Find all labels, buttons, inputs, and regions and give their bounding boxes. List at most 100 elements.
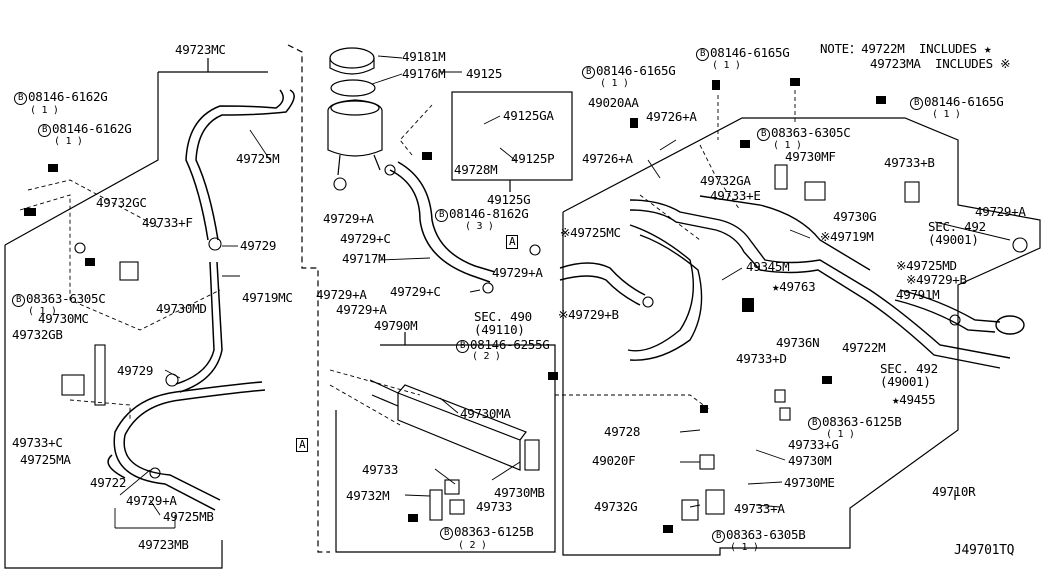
part-label: 49729+A	[492, 265, 543, 280]
part-label: 49730G	[833, 209, 877, 224]
bolt-marker: B	[712, 530, 725, 543]
bolt-marker: B	[456, 340, 469, 353]
part-label: 49732GB	[12, 327, 63, 342]
dashed-leaders	[19, 90, 796, 426]
diagram-id: J49701TQ	[954, 543, 1015, 558]
part-label: 49733	[362, 462, 399, 477]
bolt-number: 08146-6255G	[470, 337, 550, 352]
part-label: 49728	[604, 424, 641, 439]
part-label: 49729+A	[316, 287, 367, 302]
section-ref: SEC. 490	[474, 309, 532, 324]
note-text-2: 49723MA	[870, 56, 921, 71]
bolt-qty: ( 1 )	[773, 140, 802, 151]
part-label: 49722M	[842, 340, 886, 355]
part-label: ※49725MC	[560, 225, 621, 240]
right-group-frame	[562, 117, 1041, 556]
part-label: 49729+A	[336, 302, 387, 317]
bolt-number: 08363-6125B	[454, 524, 534, 539]
bolt-number: 08146-6162G	[52, 121, 132, 136]
bolt-qty: ( 1 )	[730, 542, 759, 553]
part-label: 49729	[117, 363, 154, 378]
bolt-qty: ( 1 )	[826, 429, 855, 440]
bolt-qty: ( 1 )	[28, 306, 57, 317]
part-label: ※49729+B	[558, 307, 619, 322]
bolts	[24, 78, 886, 533]
part-label: 49345M	[746, 259, 790, 274]
part-label: 49730MA	[460, 406, 511, 421]
bolt-number: 08363-6305C	[26, 291, 106, 306]
ref-marker-a: A	[296, 438, 309, 452]
bolt-marker: B	[440, 527, 453, 540]
part-label: 49125GA	[503, 108, 554, 123]
part-label: 49730MC	[38, 311, 89, 326]
part-label: 49125	[466, 66, 503, 81]
bolt-qty: ( 1 )	[932, 109, 961, 120]
inset-box	[451, 91, 573, 181]
bolt-number: 08146-6162G	[28, 89, 108, 104]
section-ref: (49110)	[474, 322, 525, 337]
center-hoses	[389, 161, 646, 306]
note-line-1: NOTE：49722M INCLUDES ★	[820, 42, 991, 56]
section-ref: (49001)	[880, 374, 931, 389]
part-label: 49733+B	[884, 155, 935, 170]
bolt-number: 08146-6165G	[596, 63, 676, 78]
part-label: ★49455	[892, 392, 936, 407]
part-label: 49719MC	[242, 290, 293, 305]
reservoir-drawing	[327, 47, 383, 176]
part-label: 49176M	[402, 66, 446, 81]
part-label: 49733+A	[734, 501, 785, 516]
dashed-divider	[287, 44, 330, 553]
part-label: 49730MF	[785, 149, 836, 164]
part-label: 49730MB	[494, 485, 545, 500]
bolt-number: 08363-6305B	[726, 527, 806, 542]
bolt-number: 08146-6165G	[924, 94, 1004, 109]
part-label: 49125P	[511, 151, 555, 166]
part-label: 49733+F	[142, 215, 193, 230]
bolt-qty: ( 1 )	[30, 105, 59, 116]
part-label: 49729+C	[390, 284, 441, 299]
bolt-qty: ( 1 )	[54, 136, 83, 147]
part-label: 49730ME	[784, 475, 835, 490]
part-label: 49725MA	[20, 452, 71, 467]
part-label: 49710R	[932, 484, 976, 499]
part-label: 49733+C	[12, 435, 63, 450]
clamps	[61, 164, 1028, 521]
right-pipes	[627, 195, 1011, 369]
section-ref: (49001)	[928, 232, 979, 247]
part-label: 49722	[90, 475, 127, 490]
bolt-qty: ( 2 )	[458, 540, 487, 551]
part-label: 49729	[240, 238, 277, 253]
section-ref: SEC. 492	[880, 361, 938, 376]
part-label: 49725M	[236, 151, 280, 166]
part-label: 49730MD	[156, 301, 207, 316]
bolt-marker: B	[757, 128, 770, 141]
part-label: 49020F	[592, 453, 636, 468]
part-label: 49730M	[788, 453, 832, 468]
bolt-qty: ( 1 )	[712, 60, 741, 71]
bolt-marker: B	[12, 294, 25, 307]
bolt-number: 08363-6125B	[822, 414, 902, 429]
part-label: ※49729+B	[906, 272, 967, 287]
bolt-qty: ( 3 )	[465, 221, 494, 232]
bolt-marker: B	[38, 124, 51, 137]
bolt-qty: ( 1 )	[600, 78, 629, 89]
bolt-qty: ( 2 )	[472, 351, 501, 362]
bolt-number: 08146-6165G	[710, 45, 790, 60]
left-hoses	[107, 89, 295, 511]
right-hose	[894, 289, 1025, 335]
note-includes-1: INCLUDES ★	[918, 41, 992, 56]
part-label: 49732GC	[96, 195, 147, 210]
part-label: ※49725MD	[896, 258, 957, 273]
center-group-frame	[335, 344, 556, 553]
part-label: 49729+C	[340, 231, 391, 246]
bolt-marker: B	[808, 417, 821, 430]
part-label: 49729+A	[975, 204, 1026, 219]
part-label: 49725MB	[163, 509, 214, 524]
